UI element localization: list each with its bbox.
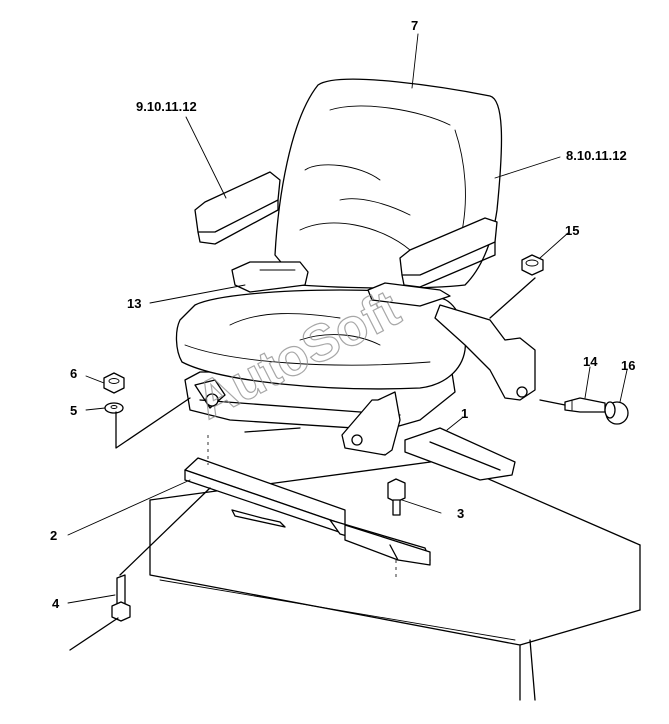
callout-2: 2	[50, 528, 57, 543]
seat-rail-upper	[404, 427, 516, 481]
callout-7: 7	[411, 18, 418, 33]
seat-cushion	[175, 289, 467, 390]
armrest-left	[194, 171, 281, 245]
cap-16	[604, 401, 629, 425]
callout-5: 5	[70, 403, 77, 418]
bolt-4	[111, 574, 131, 622]
callout-6: 6	[70, 366, 77, 381]
washer-5	[104, 402, 124, 414]
leader-lines	[67, 33, 628, 651]
bolt-3	[387, 478, 406, 516]
seat-backrest	[274, 78, 503, 289]
nut-6	[103, 372, 125, 394]
callout-8-10-11-12: 8.10.11.12	[566, 148, 627, 163]
seat-belt-strap	[367, 282, 536, 401]
seat-rail-lower	[184, 435, 431, 580]
callout-1: 1	[461, 406, 468, 421]
callout-16: 16	[621, 358, 635, 373]
callout-3: 3	[457, 506, 464, 521]
bolt-14	[564, 397, 606, 413]
callout-4: 4	[52, 596, 60, 611]
callout-14: 14	[583, 354, 598, 369]
nut-15	[521, 254, 544, 276]
callout-9-10-11-12: 9.10.11.12	[136, 99, 197, 114]
callout-15: 15	[565, 223, 579, 238]
callout-13: 13	[127, 296, 141, 311]
seat-belt-buckle	[231, 261, 309, 293]
